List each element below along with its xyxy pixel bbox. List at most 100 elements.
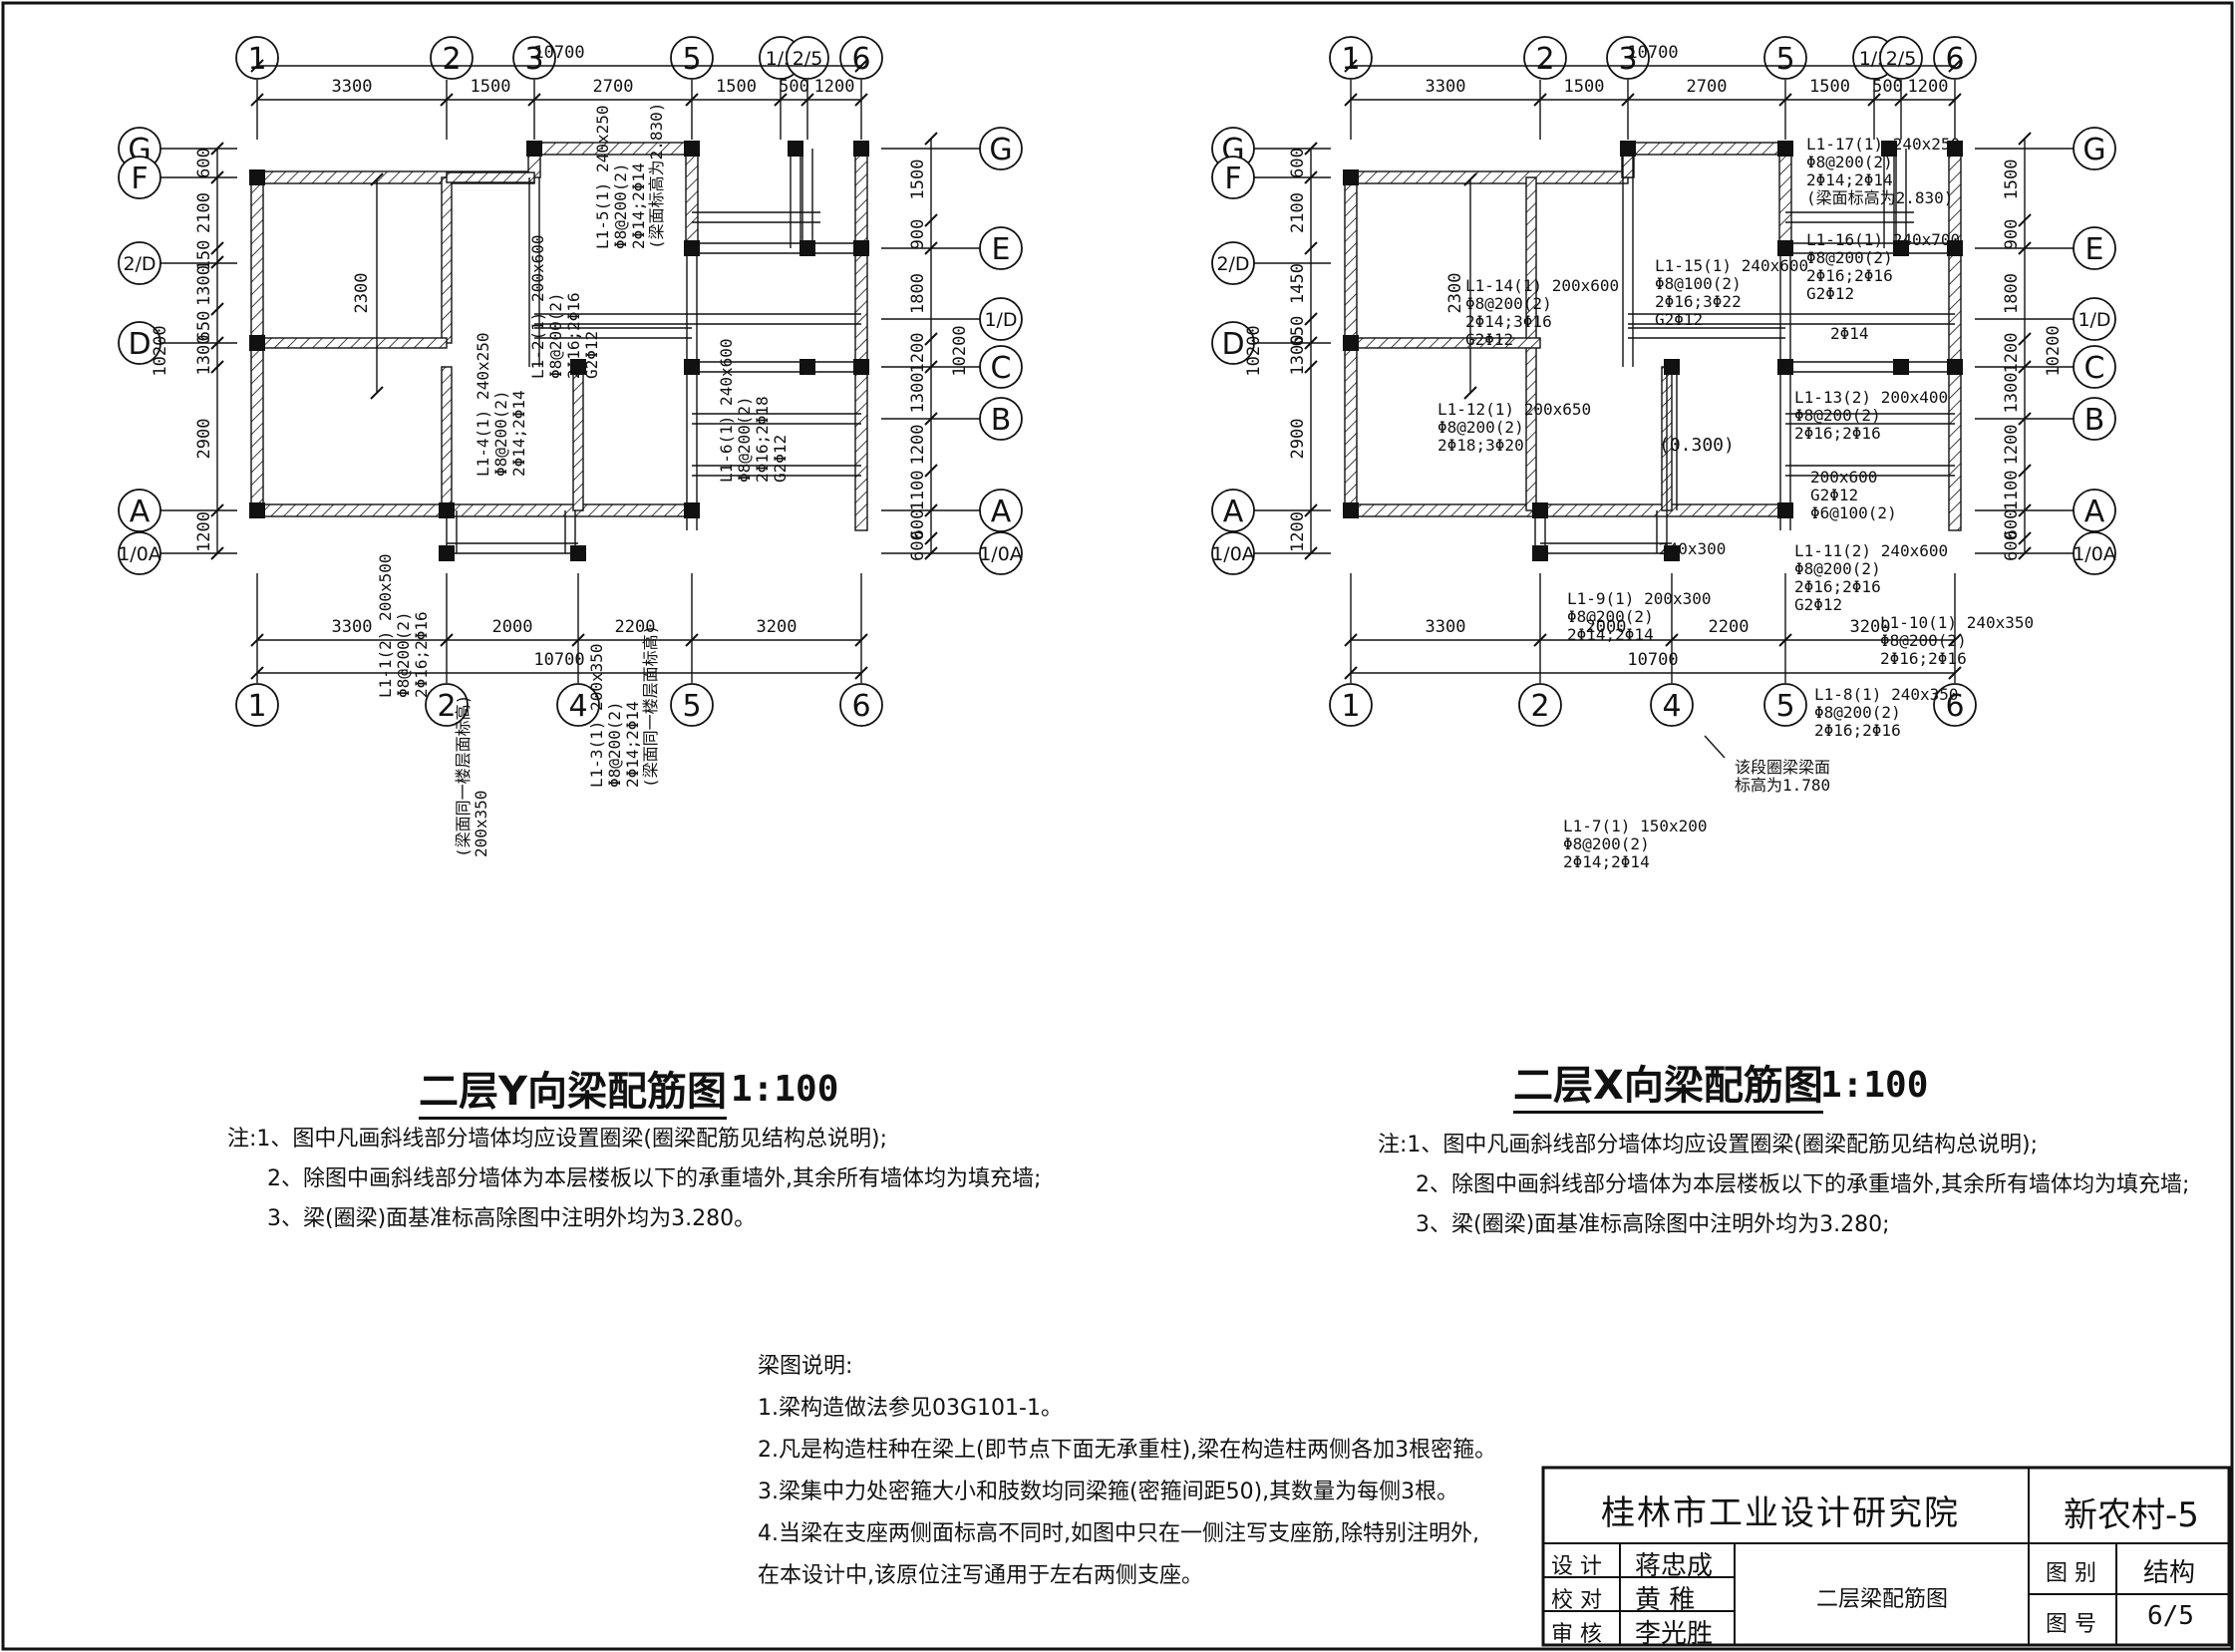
- right-axis-B-label: B: [991, 403, 1012, 438]
- dim-tick: [210, 503, 224, 517]
- right-dimension-value: 1100: [908, 471, 928, 511]
- bottom-dimension-value: 3300: [1426, 617, 1466, 637]
- top-axis-5-label: 5: [1775, 42, 1794, 77]
- left-dimension-value: 650: [194, 311, 214, 342]
- column: [1343, 169, 1359, 185]
- inner-dimension-2300: 2300: [352, 273, 372, 314]
- dim-tick: [1778, 93, 1792, 107]
- dim-tick: [924, 546, 938, 560]
- left-total-dimension: 10200: [151, 325, 170, 376]
- dim-tick: [1304, 312, 1318, 326]
- bottom-axis-2-circle: [425, 683, 469, 727]
- column: [1947, 240, 1963, 256]
- wall-A: [1350, 503, 1786, 517]
- dim-tick: [924, 503, 938, 517]
- right-axis-A-label: A: [2084, 495, 2105, 529]
- institute-name: 桂林市工业设计研究院: [1601, 1493, 1960, 1533]
- dim-tick: [1948, 93, 1962, 107]
- bottom-axis-6-label: 6: [851, 689, 870, 724]
- left-axis-D-label: D: [1221, 327, 1244, 362]
- beam-cantilever-label: (梁面同一楼层面标高)200x350: [454, 695, 490, 857]
- bottom-axis-6-circle: [839, 683, 883, 727]
- column: [684, 502, 700, 518]
- right-axis-C-label: C: [991, 351, 1012, 386]
- number-label: 图 号: [2046, 1612, 2096, 1637]
- beam-L1-5-label: L1-5(1) 240x250Φ8@200(2)2Φ14;2Φ14(梁面标高为2…: [593, 103, 666, 249]
- dim-tick: [1344, 93, 1358, 107]
- left-plan-scale: 1:100: [731, 1069, 839, 1110]
- bottom-axis-5-circle: [670, 683, 714, 727]
- dim-tick: [1304, 241, 1318, 255]
- role-check: 校 对: [1551, 1588, 1602, 1613]
- left-note-3: 3、梁(圈梁)面基准标高除图中注明外均为3.280。: [267, 1206, 757, 1231]
- wall-axis5: [685, 148, 699, 249]
- top-axis-1-circle: [1329, 36, 1373, 80]
- right-note-1: 注:1、图中凡画斜线部分墙体均应设置圈梁(圈梁配筋见结构总说明);: [1378, 1133, 2038, 1157]
- right-axis-E-label: E: [2085, 232, 2104, 267]
- top-axis-5-circle: [670, 36, 714, 80]
- dim-tick: [2018, 213, 2032, 227]
- top-dimension-value: 3300: [1426, 77, 1466, 97]
- top-dimension-value: 1500: [1809, 77, 1850, 97]
- right-dimension-value: 1800: [2002, 273, 2022, 314]
- column: [1881, 141, 1897, 157]
- dim-tick: [210, 336, 224, 350]
- bottom-dimension-value: 3200: [757, 617, 798, 637]
- right-note-3: 3、梁(圈梁)面基准标高除图中注明外均为3.280;: [1416, 1212, 1890, 1237]
- column: [1777, 502, 1793, 518]
- bottom-axis-6-circle: [1933, 683, 1977, 727]
- beam-note-5: 在本设计中,该原位注写通用于左右两侧支座。: [758, 1563, 1203, 1588]
- dim-tick: [210, 170, 224, 184]
- column: [853, 240, 869, 256]
- name-design: 蒋忠成: [1635, 1551, 1714, 1581]
- column: [1532, 502, 1548, 518]
- top-axis-3-circle: [1606, 36, 1650, 80]
- wall-axis2: [441, 176, 453, 344]
- left-dimension-value: 2900: [1288, 419, 1308, 460]
- column: [1343, 335, 1359, 351]
- dim-tick: [924, 241, 938, 255]
- right-dimension-value: 600: [908, 509, 928, 540]
- column: [1532, 545, 1548, 561]
- top-axis-2/5-circle: [1879, 36, 1923, 80]
- elevation-0-300: (0.300): [1659, 435, 1735, 456]
- column: [1947, 359, 1963, 375]
- dim-tick: [1304, 142, 1318, 156]
- left-note-1: 注:1、图中凡画斜线部分墙体均应设置圈梁(圈梁配筋见结构总说明);: [227, 1127, 887, 1152]
- dim-tick: [210, 302, 224, 316]
- top-axis-3-label: 3: [524, 42, 543, 77]
- top-dimension-value: 2700: [593, 77, 634, 97]
- left-dimension-value: 600: [194, 148, 214, 178]
- left-dimension-value: 1300: [194, 335, 214, 376]
- column: [1343, 502, 1359, 518]
- dim-tick: [210, 546, 224, 560]
- top-dimension-value: 500: [1872, 77, 1903, 97]
- bottom-axis-4-label: 4: [1662, 689, 1681, 724]
- column: [853, 141, 869, 157]
- dim-tick: [2018, 412, 2032, 426]
- left-plan-title: 二层Y向梁配筋图: [419, 1059, 727, 1120]
- dim-tick: [527, 93, 541, 107]
- bottom-axis-1-circle: [1329, 683, 1373, 727]
- column: [1664, 359, 1680, 375]
- bottom-dimension-value: 2200: [615, 617, 656, 637]
- left-axis-A-label: A: [130, 495, 151, 529]
- dim-tick: [250, 93, 264, 107]
- bottom-axis-1-label: 1: [1341, 689, 1360, 724]
- column: [249, 169, 265, 185]
- column: [439, 545, 455, 561]
- column: [853, 359, 869, 375]
- left-dimension-value: 1200: [194, 511, 214, 552]
- left-dimension-value: 1300: [194, 265, 214, 306]
- bottom-axis-2-label: 2: [1530, 689, 1549, 724]
- dim-tick: [2018, 360, 2032, 374]
- dim-tick: [2018, 503, 2032, 517]
- top-axis-2-circle: [1523, 36, 1567, 80]
